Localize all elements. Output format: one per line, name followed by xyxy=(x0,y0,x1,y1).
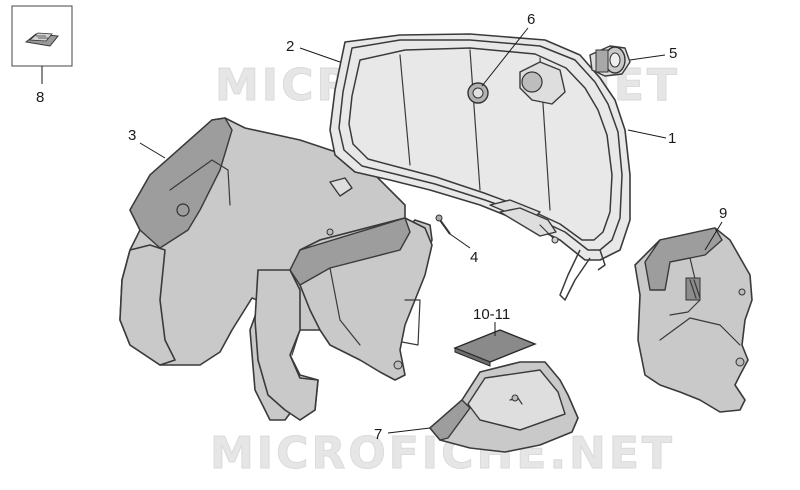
leader-4 xyxy=(449,233,471,249)
part-5-lock xyxy=(589,45,631,77)
leader-6 xyxy=(481,27,529,87)
callout-4: 4 xyxy=(470,249,478,266)
callout-1: 1 xyxy=(668,130,676,147)
callout-5: 5 xyxy=(669,45,677,62)
part-7-tray xyxy=(429,361,579,453)
part-3-left-panel xyxy=(119,117,433,421)
part-10-11-mat xyxy=(453,329,537,367)
callout-9: 9 xyxy=(719,205,727,222)
leader-7 xyxy=(387,427,431,434)
callout-7: 7 xyxy=(374,426,382,443)
part-9-right-bracket xyxy=(634,227,753,413)
part-3-lower-section xyxy=(119,244,176,366)
callout-10-11: 10-11 xyxy=(473,306,510,323)
leader-5 xyxy=(629,54,666,61)
callout-2: 2 xyxy=(286,38,294,55)
part-8-clip-thumbnail xyxy=(11,5,73,67)
leader-3 xyxy=(139,142,166,159)
leader-9 xyxy=(704,221,723,251)
leader-1 xyxy=(627,129,667,139)
part-3-right-leg xyxy=(254,269,319,421)
part-1-lid xyxy=(329,33,631,301)
leader-2 xyxy=(299,47,341,63)
callout-8: 8 xyxy=(36,89,44,106)
callout-3: 3 xyxy=(128,127,136,144)
part-4-screw xyxy=(435,214,451,235)
callout-6: 6 xyxy=(527,11,535,28)
